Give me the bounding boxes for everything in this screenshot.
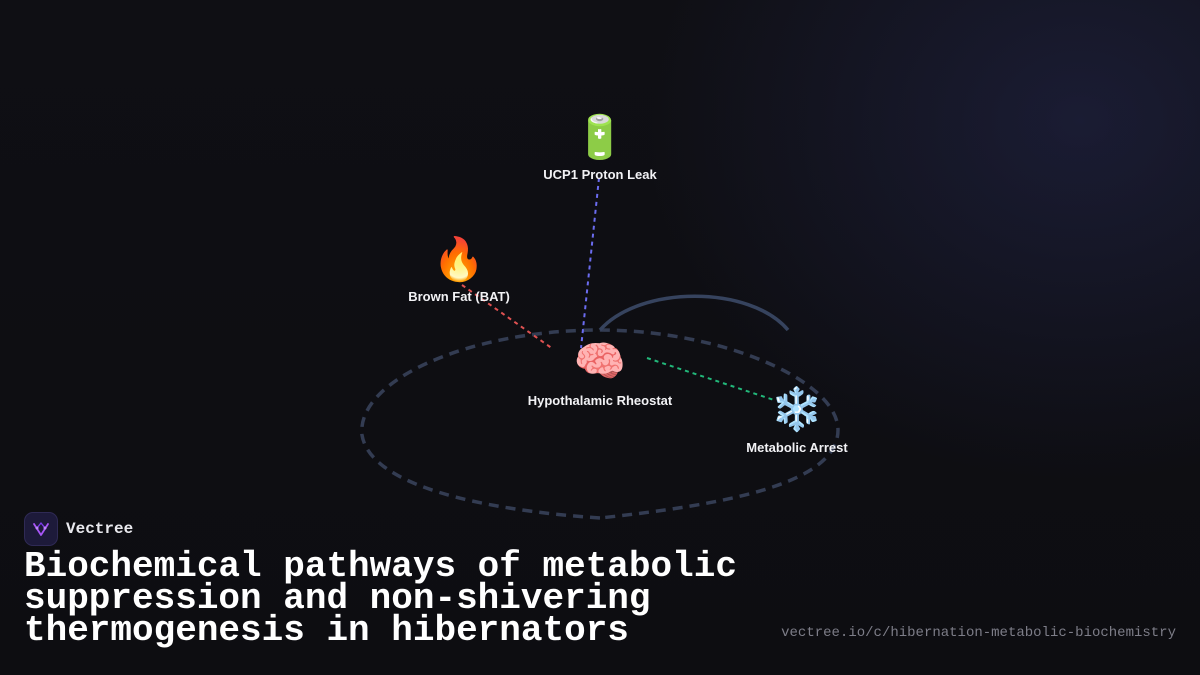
edge-arrest: [646, 357, 775, 401]
brand-name: Vectree: [66, 520, 134, 538]
brain-icon: 🧠: [574, 337, 626, 386]
node-label-arrest: Metabolic Arrest: [746, 440, 848, 455]
page-url: vectree.io/c/hibernation-metabolic-bioch…: [781, 625, 1176, 641]
node-bat: 🔥 Brown Fat (BAT): [408, 235, 510, 305]
fire-icon: 🔥: [433, 235, 485, 284]
node-label-center: Hypothalamic Rheostat: [528, 393, 673, 408]
feedback-arc: [598, 294, 790, 332]
brand: Vectree: [24, 512, 133, 546]
snowflake-icon: ❄️: [771, 385, 823, 434]
node-center: 🧠 Hypothalamic Rheostat: [528, 337, 673, 409]
vectree-logo-icon: [24, 512, 58, 546]
page-title: Biochemical pathways of metabolic suppre…: [24, 546, 737, 651]
node-arrest: ❄️ Metabolic Arrest: [746, 385, 848, 456]
edge-bat: [461, 284, 554, 350]
node-ucp1: 🔋 UCP1 Proton Leak: [543, 113, 657, 183]
edge-ucp1: [580, 177, 600, 349]
battery-icon: 🔋: [574, 113, 626, 162]
node-label-ucp1: UCP1 Proton Leak: [543, 167, 657, 182]
node-label-bat: Brown Fat (BAT): [408, 289, 510, 304]
